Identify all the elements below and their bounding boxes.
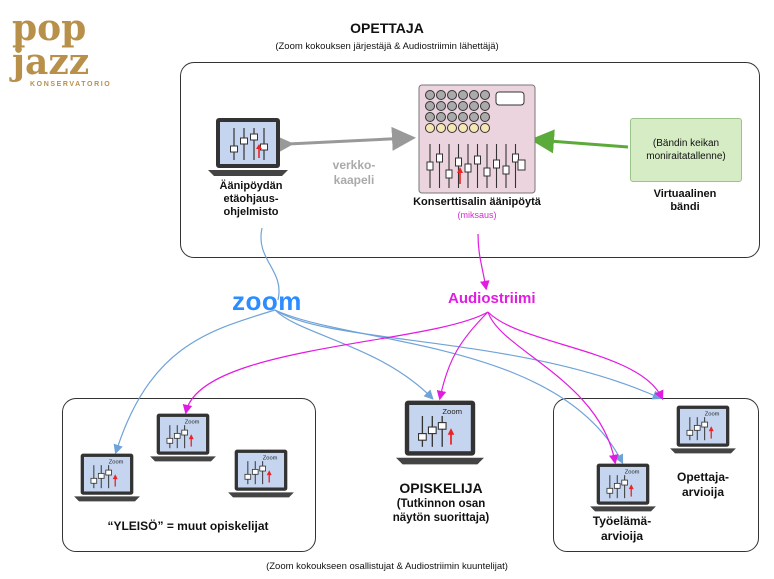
- zoom-screen-tag: Zoom: [185, 420, 200, 426]
- zoom-screen-tag: Zoom: [625, 470, 640, 476]
- mixer-fader-cap: [426, 161, 434, 171]
- band-label: Virtuaalinen bändi: [640, 188, 730, 214]
- mixer-knob: [469, 112, 479, 122]
- mixer-knob: [425, 101, 435, 111]
- mixer-knob: [469, 123, 479, 133]
- pop-jazz-logo: pop jazz: [9, 7, 89, 83]
- teacher-title: OPETTAJA: [350, 20, 424, 36]
- mixer-knob: [469, 101, 479, 111]
- mixer-knob: [458, 101, 468, 111]
- mixer-icon: [418, 84, 536, 194]
- student-line-2: näytön suorittaja): [392, 512, 490, 524]
- mixer-fader-cap: [517, 159, 526, 171]
- laptop-icon: Zoom: [150, 413, 216, 462]
- zoom-logo: zoom: [232, 286, 302, 316]
- audience-label: “YLEISÖ” = muut opiskelijat: [107, 519, 269, 533]
- laptop-software-icon: [208, 118, 288, 176]
- mixer-sublabel: (miksaus): [457, 210, 497, 220]
- student-label: OPISKELIJA (Tutkinnon osan näytön suorit…: [370, 480, 512, 525]
- laptop-software-line-2: etäohjaus-: [223, 193, 279, 205]
- band-arrow: [530, 129, 629, 154]
- teacher-subtitle: (Zoom kokouksen järjestäjä & Audiostriim…: [275, 41, 499, 52]
- student-laptop: Zoom: [396, 398, 484, 472]
- teacher-evaluator-label: Opettaja- arvioija: [666, 470, 740, 500]
- mixer-knob: [425, 112, 435, 122]
- laptop-icon: Zoom: [228, 449, 294, 498]
- work-evaluator-laptop: Zoom: [590, 462, 656, 518]
- mixer-knob: [480, 123, 490, 133]
- band-recording-box: (Bändin keikan moniraitatallenne): [630, 118, 742, 182]
- teacher-evaluator-laptop: Zoom: [670, 404, 736, 460]
- zoom-screen-tag: Zoom: [263, 456, 278, 462]
- mixer-fader-cap: [455, 157, 462, 167]
- mixer-label: Konserttisalin äänipöytä: [413, 196, 541, 208]
- mixer-fader-cap: [474, 155, 481, 165]
- audience-laptop-1: Zoom: [74, 452, 140, 508]
- zoom-screen-tag: Zoom: [442, 407, 462, 416]
- teacher-evaluator-line-1: Opettaja-: [676, 470, 729, 484]
- band-box-line-1: (Bändin keikan: [652, 138, 720, 149]
- cable-label: verkko- kaapeli: [314, 158, 394, 188]
- footer-caption: (Zoom kokoukseen osallistujat & Audiostr…: [266, 561, 508, 572]
- mixer-knob: [480, 90, 490, 100]
- zoom-screen-tag: Zoom: [705, 412, 720, 418]
- mixer-knob: [458, 90, 468, 100]
- laptop-software-line-1: Äänipöydän: [219, 180, 283, 192]
- band-box-line-2: moniraitatallenne): [646, 151, 726, 162]
- mixer-fader-cap: [445, 169, 453, 179]
- mixer-knob: [425, 90, 435, 100]
- mixer-knob: [436, 123, 446, 133]
- laptop-icon: Zoom: [396, 400, 484, 465]
- mixer-knob: [447, 90, 457, 100]
- cable-line-1: verkko-: [332, 158, 376, 172]
- work-evaluator-line-1: Työelämä-: [592, 514, 652, 528]
- teacher-box: [180, 62, 760, 258]
- audience-laptop-2: Zoom: [150, 412, 216, 468]
- work-evaluator-label: Työelämä- arvioija: [582, 514, 662, 544]
- work-evaluator-line-2: arvioija: [600, 529, 644, 543]
- zoom-screen-tag: Zoom: [109, 460, 124, 466]
- laptop-icon: Zoom: [590, 463, 656, 512]
- mixer-knob: [436, 90, 446, 100]
- teacher-evaluator-line-2: arvioija: [681, 485, 725, 499]
- mixer-fader-cap: [493, 159, 500, 169]
- laptop-icon: Zoom: [670, 405, 736, 454]
- mixer-fader-cap: [483, 167, 491, 177]
- mixer-fader-cap: [464, 163, 472, 173]
- band-line-2: bändi: [670, 201, 700, 213]
- mixer-knob: [458, 123, 468, 133]
- laptop-software-line-3: ohjelmisto: [223, 206, 279, 218]
- cable-arrow: [269, 126, 416, 157]
- audience-laptop-3: Zoom: [228, 448, 294, 504]
- band-line-1: Virtuaalinen: [653, 188, 717, 200]
- mixer-knob: [425, 123, 435, 133]
- mixer-knob: [447, 101, 457, 111]
- audience-box: [62, 398, 316, 552]
- mixer-knob: [436, 112, 446, 122]
- mixer-fader-cap: [502, 165, 510, 175]
- mixer-fader-cap: [512, 153, 519, 163]
- mixer-knob: [436, 101, 446, 111]
- mixer-knob: [480, 112, 490, 122]
- laptop-icon: Zoom: [74, 453, 140, 502]
- student-line-1: (Tutkinnon osan: [396, 498, 486, 510]
- mixer-knob: [480, 101, 490, 111]
- mixer-fader-cap: [436, 153, 443, 163]
- logo-subtitle: KONSERVATORIO: [30, 81, 112, 88]
- logo-line-2: jazz: [9, 41, 89, 83]
- cable-line-2: kaapeli: [333, 173, 375, 187]
- mixer-knob: [447, 123, 457, 133]
- audiostream-label: Audiostriimi: [448, 290, 536, 307]
- logo-line-1: pop: [12, 7, 86, 49]
- mixer-knob: [469, 90, 479, 100]
- laptop-software-label: Äänipöydän etäohjaus- ohjelmisto: [203, 180, 299, 219]
- mixer-knob: [447, 112, 457, 122]
- mixer-knob: [458, 112, 468, 122]
- student-title: OPISKELIJA: [399, 480, 483, 496]
